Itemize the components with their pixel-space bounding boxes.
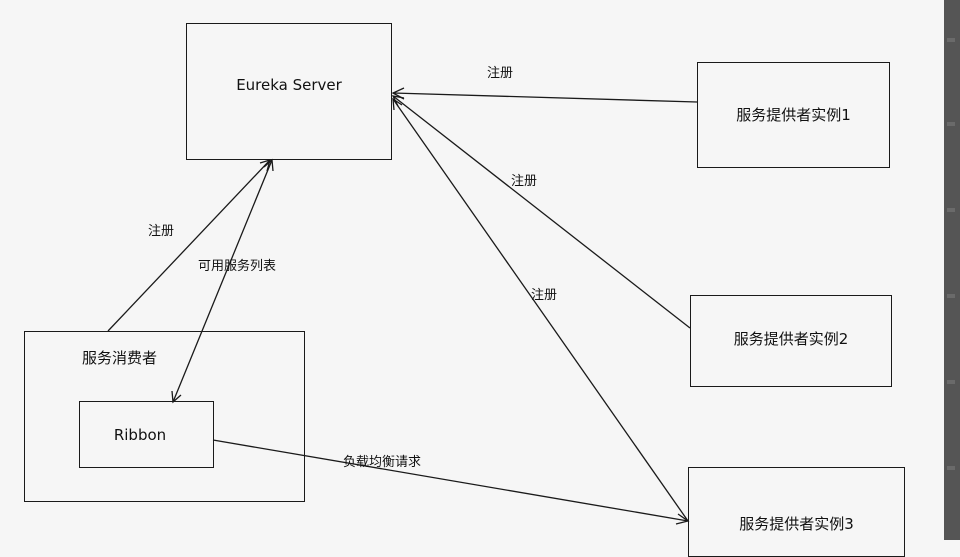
ribbon-box [79, 401, 214, 468]
arrowhead-eureka-3 [392, 97, 403, 111]
edge-register-provider3 [392, 98, 689, 522]
edge-register-provider1 [392, 92, 698, 103]
eureka-server-label: Eureka Server [236, 76, 342, 94]
edge-label-load-balance: 负载均衡请求 [343, 455, 422, 470]
provider-3-label: 服务提供者实例3 [739, 515, 854, 533]
edge-label-register-consumer: 注册 [148, 224, 175, 239]
edge-label-register-2: 注册 [511, 174, 538, 189]
architecture-diagram: Eureka Server 服务提供者实例1 服务提供者实例2 服务提供者实例3… [24, 23, 905, 557]
edge-register-consumer [107, 159, 271, 332]
arrowhead-eureka-4 [259, 159, 271, 172]
eureka-server-box [186, 23, 392, 160]
provider-3-box [688, 467, 905, 557]
provider-2-label: 服务提供者实例2 [733, 330, 849, 348]
edge-label-register-1: 注册 [487, 66, 514, 81]
provider-1-box [697, 62, 890, 168]
edge-label-service-list: 可用服务列表 [198, 259, 277, 274]
edge-label-register-3: 注册 [531, 288, 558, 303]
arrowhead-service-list-top [263, 158, 274, 172]
provider-1-label: 服务提供者实例1 [736, 106, 851, 124]
edge-service-list [172, 159, 273, 403]
consumer-label: 服务消费者 [82, 349, 158, 367]
arrowhead-service-list-bottom [171, 390, 182, 404]
edge-register-provider2 [392, 95, 691, 329]
ribbon-label: Ribbon [113, 426, 167, 444]
right-edge-strip [944, 0, 960, 540]
provider-2-box [690, 295, 892, 387]
consumer-box [24, 331, 305, 502]
edge-load-balance [212, 439, 689, 522]
